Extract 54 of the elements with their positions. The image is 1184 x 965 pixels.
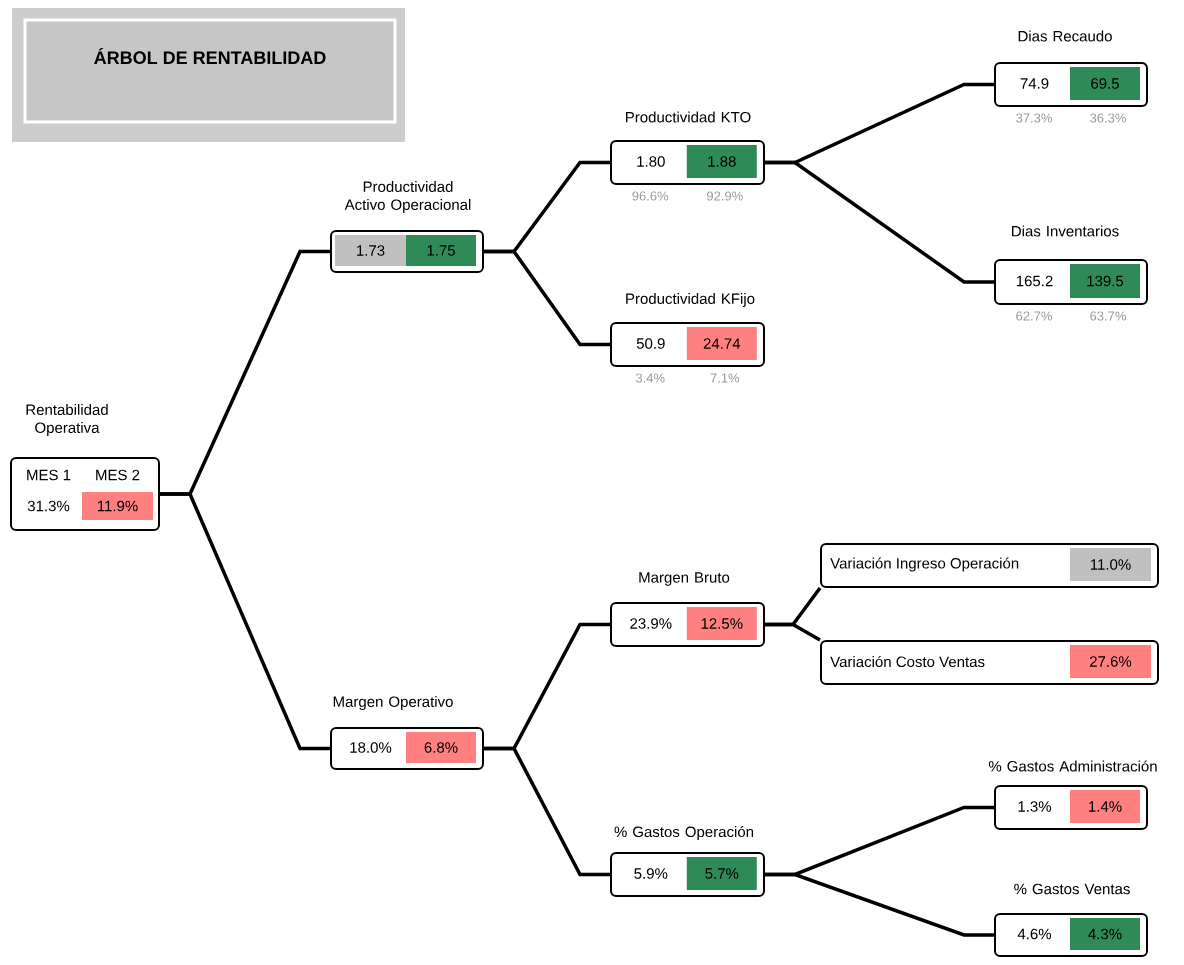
value-cell: 11.9% [82,492,153,520]
node-heading: % Gastos Operación [614,825,754,841]
value-cell: 4.3% [1070,918,1140,950]
node-heading: Margen Operativo [333,696,453,710]
value-cell: 24.74 [686,327,757,360]
value-cell: 69.5 [1070,67,1140,100]
node-heading: Margen Bruto [639,572,730,586]
value-cell: 6.8% [406,732,476,763]
value-cell: 5.7% [686,857,757,890]
node-heading: % Gastos Ventas [1014,883,1130,895]
value-text: 18.0% [350,742,392,753]
node-heading: Dias Inventarios [1012,225,1119,237]
percentage-text: 7.1% [710,373,740,383]
value-cell: 12.5% [686,607,757,640]
node-heading: Dias Recaudo [1018,30,1112,42]
percentage-text: 96.6% [632,191,669,201]
connector-line [484,249,610,347]
connector-line [160,492,330,751]
value-text: 1.3% [1018,801,1052,812]
percentage-text: 36.3% [1090,113,1126,123]
connector-line [765,872,994,937]
value-text: 23.9% [630,618,672,629]
connector-line [484,746,610,877]
percentage-text: 3.4% [635,373,665,383]
connector-line [765,160,994,284]
percentage-text: 37.3% [1016,113,1052,123]
value-text: 4.6% [1017,928,1052,940]
node-heading: Productividad KTO [626,111,751,123]
value-cell: 1.73 [335,235,406,266]
value-cell: 11.0% [1070,548,1151,581]
value-cell: 139.5 [1070,264,1140,298]
value-text: 31.3% [27,500,70,512]
title-box: ÁRBOL DE RENTABILIDAD [12,8,405,142]
percentage-text: 63.7% [1090,311,1126,321]
value-text: MES 1 [27,469,71,481]
value-cell: 27.6% [1070,645,1151,678]
value-text: 165.2 [1016,275,1053,287]
value-cell: 1.4% [1070,790,1140,823]
node-heading: Rentabilidad Operativa [26,404,108,436]
value-text: 5.9% [634,868,668,879]
node-heading: Productividad Activo Operacional [344,181,471,213]
node-label: Variación Ingreso Operación [830,557,1019,572]
connector-line [765,622,821,642]
value-text: MES 2 [96,469,140,481]
node-heading: % Gastos Administración [988,760,1157,772]
value-text: 1.80 [637,156,665,167]
percentage-text: 62.7% [1016,311,1052,321]
value-text: 50.9 [636,338,665,349]
node-heading: Productividad KFijo [626,293,755,307]
value-cell: 1.75 [406,235,476,266]
node-label: Variación Costo Ventas [830,655,985,668]
percentage-text: 92.9% [707,191,743,201]
value-cell: 1.88 [686,145,757,178]
value-text: 74.9 [1020,78,1049,89]
